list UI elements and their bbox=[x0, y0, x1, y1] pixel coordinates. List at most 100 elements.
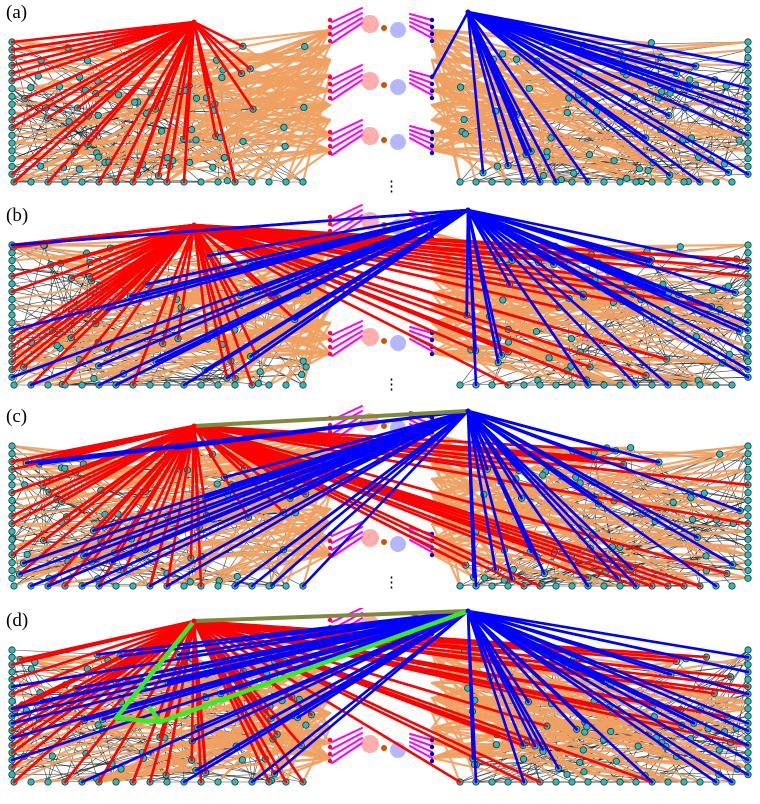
node bbox=[494, 163, 500, 169]
red-hub bbox=[192, 223, 197, 228]
node bbox=[303, 722, 309, 728]
module-blue-blob bbox=[390, 134, 406, 150]
node bbox=[569, 179, 575, 185]
node bbox=[745, 124, 751, 130]
node bbox=[745, 764, 751, 770]
module-port bbox=[328, 151, 332, 155]
panel-b-ellipsis: ⋮ bbox=[384, 378, 399, 393]
node bbox=[266, 179, 272, 185]
panel-d-label: (d) bbox=[6, 610, 28, 632]
node bbox=[461, 116, 467, 122]
node bbox=[198, 179, 204, 185]
module-port bbox=[430, 752, 434, 756]
node bbox=[188, 126, 194, 132]
module-port bbox=[430, 32, 434, 36]
node bbox=[585, 779, 591, 785]
node bbox=[601, 382, 607, 388]
node bbox=[548, 135, 554, 141]
node bbox=[79, 179, 85, 185]
node bbox=[9, 312, 15, 318]
node bbox=[607, 728, 613, 734]
module-port bbox=[328, 352, 332, 356]
module-port bbox=[430, 144, 434, 148]
node bbox=[745, 661, 751, 667]
node bbox=[736, 137, 742, 143]
module-port bbox=[430, 137, 434, 141]
node bbox=[745, 705, 751, 711]
node bbox=[601, 179, 607, 185]
node bbox=[302, 43, 308, 49]
node bbox=[9, 567, 15, 573]
panel-c: (c) ⋮ bbox=[0, 404, 760, 600]
node bbox=[745, 70, 751, 76]
node bbox=[729, 583, 735, 589]
node bbox=[745, 552, 751, 558]
node bbox=[677, 244, 683, 250]
module-red-blob bbox=[361, 15, 379, 33]
node bbox=[569, 779, 575, 785]
node bbox=[745, 242, 751, 248]
node bbox=[232, 779, 238, 785]
module-core bbox=[381, 338, 387, 344]
node bbox=[9, 559, 15, 565]
module-port bbox=[328, 539, 332, 543]
node bbox=[462, 131, 468, 137]
node bbox=[553, 382, 559, 388]
node bbox=[489, 779, 495, 785]
module-port bbox=[328, 137, 332, 141]
node bbox=[569, 583, 575, 589]
node bbox=[745, 536, 751, 542]
node bbox=[9, 443, 15, 449]
panel-b-network bbox=[0, 203, 760, 399]
module-core bbox=[381, 25, 387, 31]
node bbox=[697, 779, 703, 785]
node bbox=[686, 77, 692, 83]
node bbox=[11, 583, 17, 589]
node bbox=[716, 747, 722, 753]
node bbox=[9, 93, 15, 99]
node bbox=[9, 575, 15, 581]
node bbox=[689, 516, 695, 522]
node bbox=[505, 779, 511, 785]
node bbox=[544, 148, 550, 154]
node bbox=[569, 382, 575, 388]
node bbox=[713, 179, 719, 185]
module-port bbox=[328, 738, 332, 742]
orange-link bbox=[269, 353, 330, 385]
module-port bbox=[328, 331, 332, 335]
node bbox=[745, 304, 751, 310]
node bbox=[649, 382, 655, 388]
node bbox=[617, 779, 623, 785]
node bbox=[645, 167, 651, 173]
module-port bbox=[328, 130, 332, 134]
module-red-blob bbox=[361, 72, 379, 90]
module-port bbox=[328, 32, 332, 36]
node bbox=[9, 647, 15, 653]
module-blue-blob bbox=[390, 536, 406, 552]
node bbox=[670, 499, 676, 505]
panel-d: (d) bbox=[0, 608, 760, 804]
module-port bbox=[430, 151, 434, 155]
node bbox=[187, 579, 193, 585]
node bbox=[95, 112, 101, 118]
node bbox=[648, 40, 654, 46]
node bbox=[239, 757, 245, 763]
node bbox=[659, 88, 665, 94]
node bbox=[489, 583, 495, 589]
node bbox=[617, 583, 623, 589]
module-port bbox=[328, 759, 332, 763]
node bbox=[577, 759, 583, 765]
node bbox=[489, 179, 495, 185]
node bbox=[505, 179, 511, 185]
module-port bbox=[430, 745, 434, 749]
node bbox=[745, 250, 751, 256]
node bbox=[505, 583, 511, 589]
node bbox=[215, 583, 221, 589]
node bbox=[627, 445, 633, 451]
module-blue-blob bbox=[390, 335, 406, 351]
node bbox=[553, 779, 559, 785]
node bbox=[9, 148, 15, 154]
node bbox=[681, 179, 687, 185]
node bbox=[688, 495, 694, 501]
module-port bbox=[430, 759, 434, 763]
